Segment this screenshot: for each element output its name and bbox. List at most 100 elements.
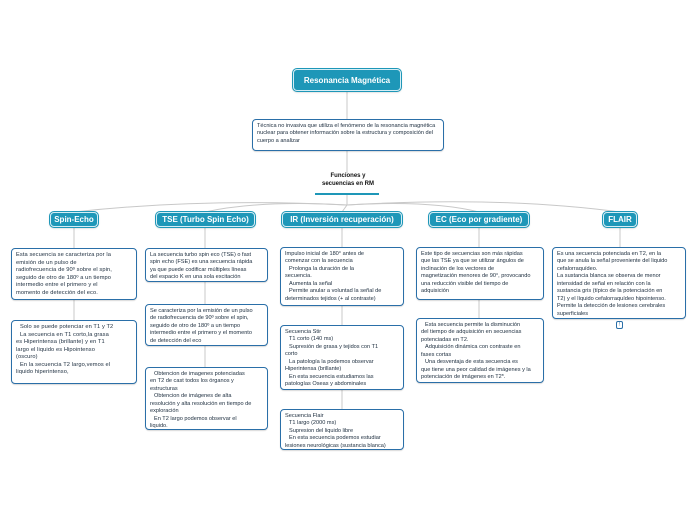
category-spin-echo[interactable]: Spin-Echo xyxy=(49,211,99,228)
box-line-text: que las TSE ya que se utilizar ángulos d… xyxy=(421,258,524,265)
box-line: Hiperintensa (brillante) xyxy=(285,366,399,373)
box-line: spin echo (FSE) es una secuencia rápida xyxy=(150,259,263,266)
box-line: ya que puede codificar múltiples líneas xyxy=(150,267,263,274)
category-tse[interactable]: TSE (Turbo Spin Echo) xyxy=(155,211,256,228)
box-line: Esta secuencia permite la disminución xyxy=(421,322,539,329)
box-line: Secuencia Stir xyxy=(285,329,399,336)
box-line: emisión de un pulso de xyxy=(16,260,132,268)
box-line: En esta secuencia estudiamos las xyxy=(285,374,399,381)
box-line-text: Una desventaja de esta secuencia es xyxy=(425,359,518,366)
box-line-text: radiofrecuencia de 90º sobre el spin, xyxy=(16,267,112,274)
box-line: inclinación de los vectores de xyxy=(421,266,539,273)
box-line-text: Hiperintensa (brillante) xyxy=(285,366,342,373)
box-line: Impulso inicial de 180° antes de xyxy=(285,251,399,258)
box-line-text: seguido de otro de 180º a un tiempo xyxy=(150,322,241,329)
box-line: intensidad de señal en relación con la xyxy=(557,281,681,288)
box-line-text: superficiales xyxy=(557,310,589,317)
box-line: patologías Oseas y abdominales xyxy=(285,381,399,388)
box-line: secuencia. xyxy=(285,273,399,280)
tse-description-box[interactable]: La secuencia turbo spin eco (TSE) o fast… xyxy=(145,248,268,282)
box-line: intermedio entre el primero y el momento xyxy=(150,330,263,337)
box-line-text: Esta secuencia se caracteriza por la xyxy=(16,252,111,258)
box-line-text: magnetización menores de 90°, provocando xyxy=(421,273,531,280)
box-line-text: La sustancia blanca se observa de menor xyxy=(557,273,661,280)
box-line-text: determinados tejidos (+ al contraste) xyxy=(285,295,376,302)
box-line: adquisición xyxy=(421,288,539,295)
box-line-text: potenciación de imágenes en T2*. xyxy=(421,374,506,381)
box-line-text: Secuencia Flair xyxy=(285,413,324,419)
definition-box[interactable]: Técnica no invasiva que utiliza el fenóm… xyxy=(252,119,444,151)
box-line-text: T1 largo (2000 ms) xyxy=(289,420,337,427)
box-line: de radiofrecuencia de 90º sobre el spin, xyxy=(150,315,263,322)
category-ec[interactable]: EC (Eco por gradiente) xyxy=(428,211,530,228)
box-line-text: resolución y alta resolución en tiempo d… xyxy=(150,400,252,407)
functions-label-line-1: Funciones y xyxy=(330,173,366,179)
box-line: cefalorraquídeo. xyxy=(557,266,681,273)
box-line-text: fases cortas xyxy=(421,351,452,358)
box-line-text: Obtencion de imágenes de alta xyxy=(154,393,232,400)
box-line-text: T1 corto (140 ms) xyxy=(289,336,334,343)
box-line: una reducción visible del tiempo de xyxy=(421,281,539,288)
box-line-text: La patología la podemos observar xyxy=(289,358,374,365)
box-line-text: una reducción visible del tiempo de xyxy=(421,280,509,287)
box-line-text: T2) y el líquido cefalorraquídeo hipoint… xyxy=(557,295,666,302)
box-line-text: lesiones neurológicas (sustancia blanca) xyxy=(285,442,386,449)
box-line: que se anula la señal proveniente del li… xyxy=(557,258,681,265)
box-line: Solo se puede potenciar en T1 y T2 xyxy=(16,324,132,332)
box-line: Supresion del liquido libre xyxy=(285,428,399,435)
box-line: radiofrecuencia de 90º sobre el spin, xyxy=(16,267,132,275)
box-line-text: Solo se puede potenciar en T1 y T2 xyxy=(20,324,114,330)
box-line-text: Permite anular a voluntad la señal de xyxy=(289,288,382,295)
box-line-text: de detección del eco xyxy=(150,337,202,344)
box-line-text: adquisición xyxy=(421,288,449,295)
box-line-text: que se anula la señal proveniente del li… xyxy=(557,258,668,265)
box-line: Permite anular a voluntad la señal de xyxy=(285,288,399,295)
box-line: T1 largo (2000 ms) xyxy=(285,420,399,427)
box-line-text: patologías Oseas y abdominales xyxy=(285,381,367,388)
category-flair[interactable]: FLAIR xyxy=(602,211,638,228)
box-line: liquido. xyxy=(150,423,263,430)
box-line: determinados tejidos (+ al contraste) xyxy=(285,296,399,303)
box-line-text: Aumenta la señal xyxy=(289,280,333,287)
box-line: En esta secuencia podemos estudiar xyxy=(285,435,399,442)
box-line: Es una secuencia potenciada en T2, en la xyxy=(557,251,681,258)
box-line: Obtencion de imágenes de alta xyxy=(150,393,263,400)
box-line-text: liquido hiperintenso, xyxy=(16,369,69,376)
info-icon[interactable]: ! xyxy=(616,321,623,329)
box-line: Aumenta la señal xyxy=(285,281,399,288)
box-line: Una desventaja de esta secuencia es xyxy=(421,359,539,366)
box-line-text: de radiofrecuencia de 90º sobre el spin, xyxy=(150,315,249,322)
box-line-text: que tiene una peor calidad de imágenes y… xyxy=(421,366,531,373)
box-line: intermedio entre el primero y el xyxy=(16,282,132,290)
box-line-text: secuencia. xyxy=(285,273,312,280)
box-line-text: Es una secuencia potenciada en T2, en la xyxy=(557,251,662,257)
functions-label[interactable]: Funciones y secuencias en RM xyxy=(318,173,378,188)
box-line: Esta secuencia se caracteriza por la xyxy=(16,252,132,260)
box-line-text: seguido de otro de 180º a un tiempo xyxy=(16,274,112,281)
box-line-text: momento de detección del eco. xyxy=(16,289,98,296)
box-line-text: (oscuro) xyxy=(16,354,38,361)
box-line-text: Adquisición dinámica con contraste en xyxy=(425,344,521,351)
box-line: es Hiperintensa (brillante) y en T1 xyxy=(16,339,132,347)
box-line: potenciadas en T2. xyxy=(421,337,539,344)
box-line-text: en T2 de cast todos los órganos y xyxy=(150,378,234,385)
box-line: que las TSE ya que se utilizar ángulos d… xyxy=(421,258,539,265)
box-line-text: Esta secuencia permite la disminución xyxy=(425,322,521,328)
root-topic-title[interactable]: Resonancia Magnética xyxy=(292,68,402,92)
box-line: T2) y el líquido cefalorraquídeo hipoint… xyxy=(557,296,681,303)
flair-description-box[interactable]: Es una secuencia potenciada en T2, en la… xyxy=(552,247,686,319)
box-line: potenciación de imágenes en T2*. xyxy=(421,374,539,381)
box-line-text: emisión de un pulso de xyxy=(16,259,77,266)
box-line: seguido de otro de 180º a un tiempo xyxy=(150,323,263,330)
category-ir[interactable]: IR (Inversión recuperación) xyxy=(281,211,403,228)
tse-pulse-box[interactable]: Se caracteriza por la emisión de un puls… xyxy=(145,304,268,346)
box-line-text: comenzar con la secuencia xyxy=(285,258,353,265)
